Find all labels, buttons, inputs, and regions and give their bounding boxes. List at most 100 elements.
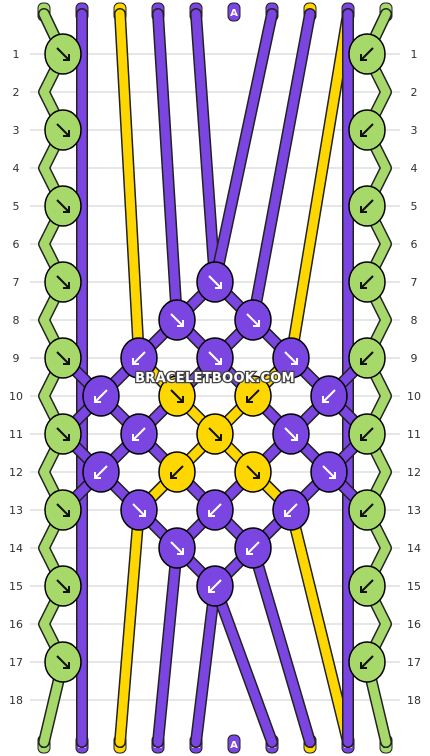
knot-arrow-icon [170,313,184,327]
row-number-left: 8 [13,314,20,327]
row-number-left: 1 [13,48,20,61]
row-number-left: 6 [13,238,20,251]
knot [120,337,158,379]
knot [44,337,82,379]
knot-arrow-icon [56,47,70,61]
knot-arrow-icon [208,579,222,593]
row-number-right: 12 [407,466,421,479]
knot-arrow-icon [208,351,222,365]
knot-arrow-icon [284,503,298,517]
thread-strand [115,9,144,363]
knot [348,261,386,303]
knot-arrow-icon [284,427,298,441]
knot [158,527,196,569]
knot [44,489,82,531]
knot [44,261,82,303]
knot-arrow-icon [360,275,374,289]
knot [44,413,82,455]
row-number-right: 1 [411,48,418,61]
knot-arrow-icon [360,579,374,593]
knot [82,451,120,493]
knot [310,451,348,493]
knot [310,375,348,417]
row-number-left: 17 [9,656,23,669]
knot-arrow-icon [132,503,146,517]
knot [82,375,120,417]
knot [44,641,82,683]
row-number-right: 7 [411,276,418,289]
thread-strand [248,543,315,747]
knot-arrow-icon [360,655,374,669]
knot [120,413,158,455]
row-number-left: 4 [13,162,20,175]
knot [196,337,234,379]
thread-strand [153,9,182,325]
knot-arrow-icon [170,465,184,479]
thread-strand [115,505,144,747]
knot-arrow-icon [56,503,70,517]
row-number-right: 5 [411,200,418,213]
knot [234,527,272,569]
row-number-right: 4 [411,162,418,175]
row-number-right: 16 [407,618,421,631]
knot [348,641,386,683]
knot [120,489,158,531]
knot [348,489,386,531]
knot-arrow-icon [170,389,184,403]
knot [44,109,82,151]
knot-arrow-icon [360,351,374,365]
knot-arrow-icon [56,427,70,441]
knot [348,109,386,151]
row-number-left: 15 [9,580,23,593]
knot-arrow-icon [56,351,70,365]
thread-strand [248,9,315,325]
row-number-left: 14 [9,542,23,555]
knot-arrow-icon [360,47,374,61]
knot [196,413,234,455]
knot [234,299,272,341]
row-number-left: 9 [13,352,20,365]
row-number-right: 3 [411,124,418,137]
knot-arrow-icon [284,351,298,365]
knot [44,565,82,607]
svg-text:A: A [230,740,238,751]
row-number-right: 14 [407,542,421,555]
row-number-right: 17 [407,656,421,669]
row-number-left: 18 [9,694,23,707]
thread-strand [210,581,277,747]
row-number-right: 8 [411,314,418,327]
row-number-left: 11 [9,428,23,441]
knot-arrow-icon [360,199,374,213]
column-letter-bottom: A [227,734,241,754]
knot-arrow-icon [360,427,374,441]
knot-arrow-icon [246,465,260,479]
knot [196,565,234,607]
knot-arrow-icon [246,541,260,555]
row-number-right: 2 [411,86,418,99]
row-number-left: 7 [13,276,20,289]
row-number-left: 5 [13,200,20,213]
knot [348,337,386,379]
knot [348,565,386,607]
row-number-right: 11 [407,428,421,441]
knot-arrow-icon [322,465,336,479]
watermark-text: BRACELETBOOK.COM [135,371,295,386]
thread-strand [286,9,353,363]
knot-arrow-icon [56,579,70,593]
knot-arrow-icon [94,389,108,403]
knot [348,185,386,227]
thread-strand [286,505,353,747]
knot-arrow-icon [246,313,260,327]
knot [234,375,272,417]
row-number-right: 6 [411,238,418,251]
knot [348,33,386,75]
knot [158,451,196,493]
row-number-left: 16 [9,618,23,631]
row-number-right: 15 [407,580,421,593]
row-number-right: 13 [407,504,421,517]
knot-arrow-icon [56,199,70,213]
knot [196,489,234,531]
row-number-left: 12 [9,466,23,479]
